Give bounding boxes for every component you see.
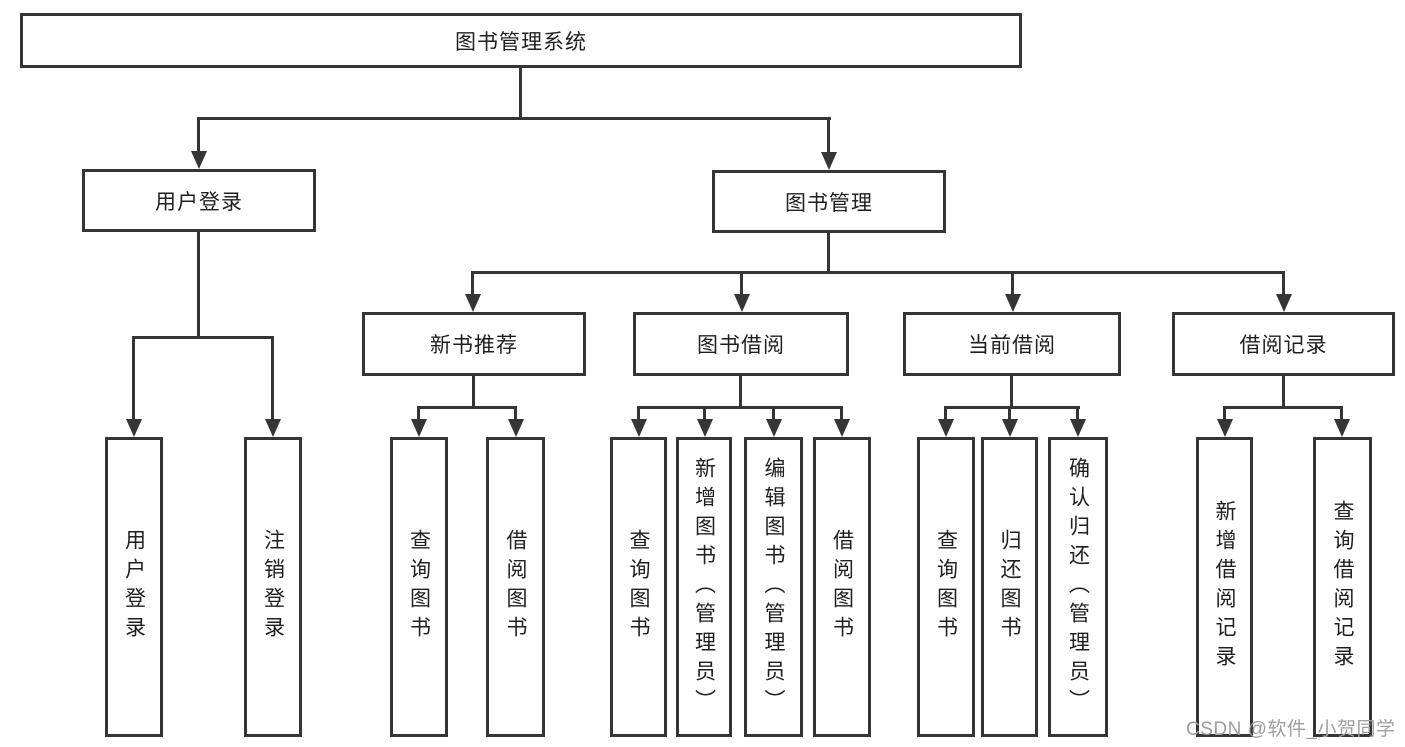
node-leaf-query-books-2: 查询图书	[610, 437, 667, 737]
arrow-down-icon	[1217, 419, 1233, 437]
arrow-down-icon	[465, 294, 481, 312]
node-leaf-query-books-1: 查询图书	[390, 437, 448, 737]
connector-user-login-bus	[132, 336, 274, 339]
connector-stem	[703, 406, 706, 421]
connector-user-login-stem	[197, 117, 200, 154]
node-leaf-borrow-books-1-label: 借阅图书	[504, 529, 527, 645]
connector-user-login-down	[197, 232, 200, 339]
node-book-management: 图书管理	[712, 170, 946, 233]
connector-stem	[132, 336, 135, 421]
connector-stem	[1008, 406, 1011, 421]
node-new-book-recommend-label: 新书推荐	[430, 334, 518, 357]
node-leaf-query-books-3-label: 查询图书	[934, 529, 958, 645]
arrow-down-icon	[191, 151, 207, 169]
connector-level1-bus	[197, 117, 831, 120]
arrow-down-icon	[938, 419, 954, 437]
connector-book-mgmt-down	[827, 233, 830, 274]
connector-stem	[944, 406, 947, 421]
node-leaf-edit-books-admin-label: 编辑图书（管理员）	[762, 456, 785, 718]
arrow-down-icon	[1276, 294, 1292, 312]
node-leaf-user-login: 用户登录	[105, 437, 163, 737]
connector-stem	[472, 376, 475, 409]
node-leaf-query-books-2-label: 查询图书	[627, 529, 650, 645]
node-leaf-query-books-3: 查询图书	[917, 437, 975, 737]
connector-stem	[271, 336, 274, 421]
arrow-down-icon	[126, 419, 142, 437]
connector-bus	[1223, 406, 1343, 409]
node-user-login: 用户登录	[82, 169, 316, 232]
connector-stem	[1340, 406, 1343, 421]
node-leaf-add-borrow-record-label: 新增借阅记录	[1213, 500, 1236, 674]
node-leaf-edit-books-admin: 编辑图书（管理员）	[744, 437, 803, 737]
arrow-down-icon	[1002, 419, 1018, 437]
arrow-down-icon	[734, 294, 750, 312]
connector-root-stem	[519, 68, 522, 119]
connector-bus	[944, 406, 1080, 409]
node-borrow-records: 借阅记录	[1172, 312, 1395, 376]
connector-stem	[1282, 376, 1285, 409]
node-new-book-recommend: 新书推荐	[362, 312, 586, 376]
node-leaf-return-books: 归还图书	[981, 437, 1038, 737]
node-leaf-query-borrow-record: 查询借阅记录	[1313, 437, 1372, 737]
connector-level3-bus	[471, 271, 1285, 274]
connector-stem	[471, 271, 474, 296]
node-book-management-label: 图书管理	[785, 191, 873, 215]
connector-stem	[1223, 406, 1226, 421]
node-leaf-user-login-label: 用户登录	[122, 529, 146, 645]
arrow-down-icon	[821, 152, 837, 170]
connector-bus	[417, 406, 517, 409]
node-leaf-query-borrow-record-label: 查询借阅记录	[1331, 500, 1354, 674]
node-leaf-borrow-books-1: 借阅图书	[486, 437, 545, 737]
connector-stem	[739, 376, 742, 409]
node-leaf-logout: 注销登录	[244, 437, 302, 737]
node-book-borrow: 图书借阅	[633, 312, 849, 376]
node-leaf-borrow-books-2: 借阅图书	[813, 437, 871, 737]
connector-bus	[637, 406, 843, 409]
connector-stem	[637, 406, 640, 421]
connector-stem	[772, 406, 775, 421]
connector-stem	[1010, 376, 1013, 409]
connector-stem	[417, 406, 420, 421]
node-leaf-return-books-label: 归还图书	[998, 529, 1021, 645]
arrow-down-icon	[631, 419, 647, 437]
node-leaf-borrow-books-2-label: 借阅图书	[830, 529, 854, 645]
node-borrow-records-label: 借阅记录	[1239, 334, 1328, 357]
node-library-management-system-label: 图书管理系统	[455, 30, 587, 54]
node-library-management-system: 图书管理系统	[20, 13, 1022, 68]
node-user-login-label: 用户登录	[155, 190, 243, 214]
connector-stem	[514, 406, 517, 421]
arrow-down-icon	[766, 419, 782, 437]
arrow-down-icon	[265, 419, 281, 437]
node-leaf-logout-label: 注销登录	[261, 529, 285, 645]
arrow-down-icon	[411, 419, 427, 437]
node-leaf-query-books-1-label: 查询图书	[407, 529, 431, 645]
node-leaf-confirm-return-admin-label: 确认归还（管理员）	[1066, 456, 1090, 718]
arrow-down-icon	[1070, 419, 1086, 437]
node-current-borrow-label: 当前借阅	[968, 334, 1056, 357]
connector-stem	[1282, 271, 1285, 296]
connector-stem	[1011, 271, 1014, 296]
node-leaf-confirm-return-admin: 确认归还（管理员）	[1048, 437, 1108, 737]
arrow-down-icon	[508, 419, 524, 437]
connector-stem	[840, 406, 843, 421]
arrow-down-icon	[697, 419, 713, 437]
node-leaf-add-books-admin-label: 新增图书（管理员）	[692, 456, 716, 718]
node-current-borrow: 当前借阅	[903, 312, 1121, 376]
node-book-borrow-label: 图书借阅	[697, 334, 785, 357]
node-leaf-add-borrow-record: 新增借阅记录	[1196, 437, 1253, 737]
csdn-watermark: CSDN @软件_小贺同学	[1186, 719, 1396, 740]
connector-stem	[740, 271, 743, 296]
connector-book-mgmt-stem	[827, 117, 830, 155]
arrow-down-icon	[1334, 419, 1350, 437]
node-leaf-add-books-admin: 新增图书（管理员）	[676, 437, 732, 737]
connector-stem	[1076, 406, 1079, 421]
arrow-down-icon	[1005, 294, 1021, 312]
arrow-down-icon	[834, 419, 850, 437]
